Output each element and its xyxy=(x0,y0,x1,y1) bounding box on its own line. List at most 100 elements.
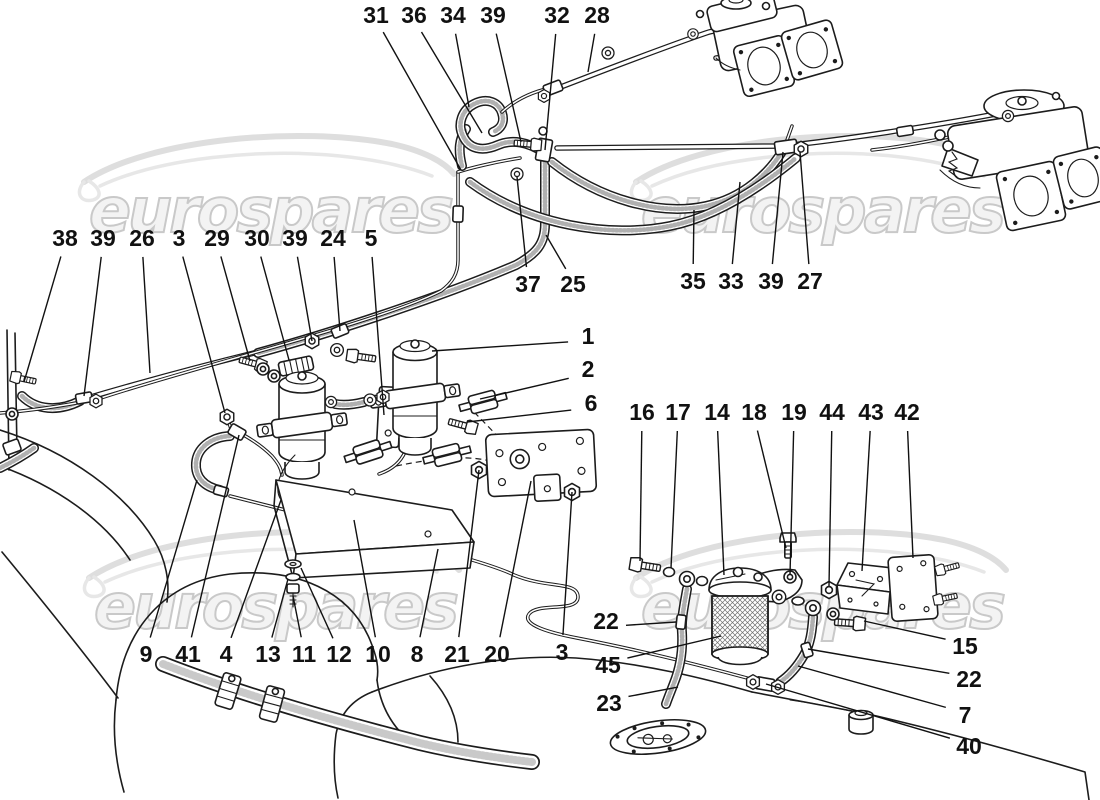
washer-13 xyxy=(285,572,301,582)
leader-line xyxy=(692,209,695,265)
callout-28: 28 xyxy=(584,2,610,73)
callout-12: 12 xyxy=(300,567,352,667)
leader-line xyxy=(627,635,722,659)
part-number: 39 xyxy=(282,225,308,251)
leader-line xyxy=(300,567,334,639)
part-number: 22 xyxy=(956,666,982,692)
leader-line xyxy=(828,430,833,587)
callout-36: 36 xyxy=(401,2,483,134)
leader-line xyxy=(639,430,643,562)
part-number: 33 xyxy=(718,268,744,294)
callout-9: 9 xyxy=(140,479,198,667)
callout-15: 15 xyxy=(863,620,978,659)
callout-25: 25 xyxy=(545,234,586,297)
part-number: 15 xyxy=(952,633,978,659)
callout-19: 19 xyxy=(781,399,807,576)
bolt-6 xyxy=(446,414,480,437)
leader-line xyxy=(182,256,226,414)
bolt-38 xyxy=(8,369,38,388)
part-number: 39 xyxy=(90,225,116,251)
nut-3 xyxy=(219,408,235,426)
callout-29: 29 xyxy=(204,225,251,362)
part-number: 21 xyxy=(444,641,470,667)
callout-14: 14 xyxy=(704,399,730,576)
plate-42 xyxy=(887,554,939,622)
part-number: 6 xyxy=(585,390,598,416)
leader-line xyxy=(628,686,679,698)
watermark-text: eurospares xyxy=(641,570,1004,643)
callout-7: 7 xyxy=(797,665,972,728)
carb-flange xyxy=(1052,146,1100,210)
callout-39: 39 xyxy=(758,151,784,294)
leader-line xyxy=(382,31,462,171)
leader-line xyxy=(807,648,950,675)
union-22 xyxy=(800,641,814,659)
union-22 xyxy=(675,613,687,631)
part-number: 12 xyxy=(326,641,352,667)
return-line xyxy=(0,171,459,414)
leader-line xyxy=(458,469,480,638)
hose-35 xyxy=(467,155,799,233)
junction-fittings xyxy=(451,46,915,223)
hose-fittings xyxy=(628,555,840,695)
leader-line xyxy=(420,31,483,134)
part-number: 13 xyxy=(255,641,281,667)
callout-24: 24 xyxy=(320,225,346,332)
fuel-lines xyxy=(0,28,1019,709)
part-number: 3 xyxy=(173,225,186,251)
leader-line xyxy=(716,430,725,576)
callout-26: 26 xyxy=(129,225,155,374)
leader-line xyxy=(220,256,251,362)
carburetor-left xyxy=(687,0,844,98)
rubber-mount-2 xyxy=(456,386,510,418)
callout-20: 20 xyxy=(484,480,532,667)
part-number: 38 xyxy=(52,225,78,251)
bracket-eye xyxy=(771,589,787,605)
part-number: 30 xyxy=(244,225,270,251)
carb-flange xyxy=(995,160,1067,232)
part-number: 7 xyxy=(959,702,972,728)
part-number: 18 xyxy=(741,399,767,425)
callout-18: 18 xyxy=(741,399,787,549)
fuel-pump-left xyxy=(256,371,390,508)
watermark: eurospares xyxy=(84,532,459,644)
callout-43: 43 xyxy=(858,399,884,572)
callout-32: 32 xyxy=(544,2,570,151)
part-number: 44 xyxy=(819,399,845,425)
leader-line xyxy=(516,176,528,268)
leader-line xyxy=(625,621,677,626)
hose-34-36 xyxy=(458,98,546,155)
leader-line xyxy=(789,430,795,576)
leader-line xyxy=(499,480,532,638)
callout-39: 39 xyxy=(83,225,116,397)
part-number: 8 xyxy=(411,641,424,667)
pump-clamp xyxy=(256,411,348,439)
leader-line xyxy=(799,151,810,265)
callout-21: 21 xyxy=(444,469,480,667)
leader-line xyxy=(371,256,385,416)
fuel-pump-right xyxy=(369,339,461,456)
leader-line xyxy=(765,683,951,739)
part-number: 25 xyxy=(560,271,586,297)
callout-40: 40 xyxy=(765,683,982,759)
callout-16: 16 xyxy=(629,399,655,562)
part-number: 40 xyxy=(956,733,982,759)
callout-31: 31 xyxy=(363,2,462,171)
watermark-text: eurospares xyxy=(89,174,452,247)
part-number: 17 xyxy=(665,399,691,425)
callout-33: 33 xyxy=(718,181,744,294)
callout-1: 1 xyxy=(431,323,595,352)
callout-13: 13 xyxy=(255,578,289,667)
callout-34: 34 xyxy=(440,2,470,108)
part-number: 9 xyxy=(140,641,153,667)
part-number: 42 xyxy=(894,399,920,425)
watermark: eurospares xyxy=(79,136,454,248)
callout-22: 22 xyxy=(807,648,982,692)
callout-3: 3 xyxy=(556,491,573,665)
tank-filler-cap xyxy=(848,709,874,735)
hose-9 xyxy=(193,433,233,493)
callout-39: 39 xyxy=(480,2,522,143)
union-41 xyxy=(227,423,247,441)
